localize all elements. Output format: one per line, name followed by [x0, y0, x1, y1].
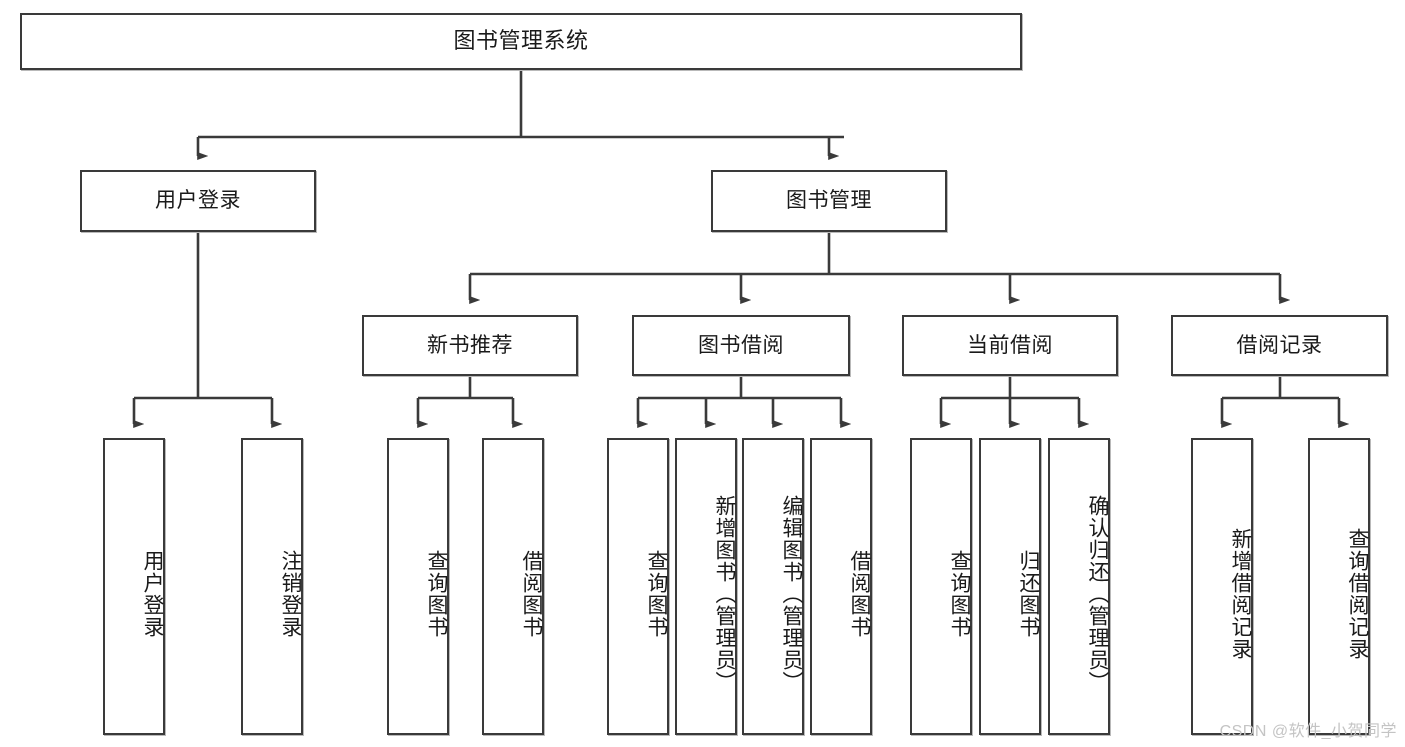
node-leaf-confirm-return-admin[interactable]: 确认归还（管理员） — [1048, 438, 1110, 735]
node-label: 图书借阅 — [698, 333, 784, 357]
node-current-borrowing[interactable]: 当前借阅 — [902, 315, 1118, 376]
node-label: 图书管理 — [786, 189, 872, 213]
node-label: 归还图书 — [1017, 549, 1040, 638]
node-label: 编辑图书（管理员） — [780, 494, 803, 693]
node-leaf-borrow-book[interactable]: 借阅图书 — [810, 438, 872, 735]
node-label: 新书推荐 — [427, 333, 513, 357]
node-label: 借阅图书 — [848, 549, 871, 638]
node-label: 新增图书（管理员） — [713, 494, 736, 693]
node-user-login[interactable]: 用户登录 — [80, 170, 316, 232]
watermark-text: CSDN @软件_小贺同学 — [1219, 723, 1397, 740]
node-label: 注销登录 — [279, 549, 302, 638]
node-leaf-query-book-borrow[interactable]: 查询图书 — [607, 438, 669, 735]
node-label: 查询借阅记录 — [1346, 527, 1369, 660]
node-leaf-add-book-admin[interactable]: 新增图书（管理员） — [675, 438, 737, 735]
node-label: 当前借阅 — [967, 333, 1053, 357]
node-root-book-management-system[interactable]: 图书管理系统 — [20, 13, 1022, 70]
node-label: 借阅图书 — [520, 549, 543, 638]
node-book-borrowing[interactable]: 图书借阅 — [632, 315, 850, 376]
node-leaf-query-borrow-record[interactable]: 查询借阅记录 — [1308, 438, 1370, 735]
node-leaf-add-borrow-record[interactable]: 新增借阅记录 — [1191, 438, 1253, 735]
node-label: 查询图书 — [645, 549, 668, 638]
node-label: 图书管理系统 — [453, 28, 589, 54]
node-label: 查询图书 — [425, 549, 448, 638]
node-leaf-borrow-book-new[interactable]: 借阅图书 — [482, 438, 544, 735]
node-new-book-recommendation[interactable]: 新书推荐 — [362, 315, 578, 376]
node-leaf-return-book[interactable]: 归还图书 — [979, 438, 1041, 735]
node-label: 新增借阅记录 — [1229, 527, 1252, 660]
node-leaf-query-book-new[interactable]: 查询图书 — [387, 438, 449, 735]
node-label: 用户登录 — [155, 189, 241, 213]
node-label: 查询图书 — [948, 549, 971, 638]
node-label: 确认归还（管理员） — [1086, 494, 1109, 693]
node-leaf-user-login[interactable]: 用户登录 — [103, 438, 165, 735]
node-leaf-logout[interactable]: 注销登录 — [241, 438, 303, 735]
node-borrowing-record[interactable]: 借阅记录 — [1171, 315, 1388, 376]
node-label: 借阅记录 — [1236, 333, 1323, 357]
node-leaf-edit-book-admin[interactable]: 编辑图书（管理员） — [742, 438, 804, 735]
node-label: 用户登录 — [141, 549, 164, 638]
node-book-management[interactable]: 图书管理 — [711, 170, 947, 232]
node-leaf-query-book-current[interactable]: 查询图书 — [910, 438, 972, 735]
